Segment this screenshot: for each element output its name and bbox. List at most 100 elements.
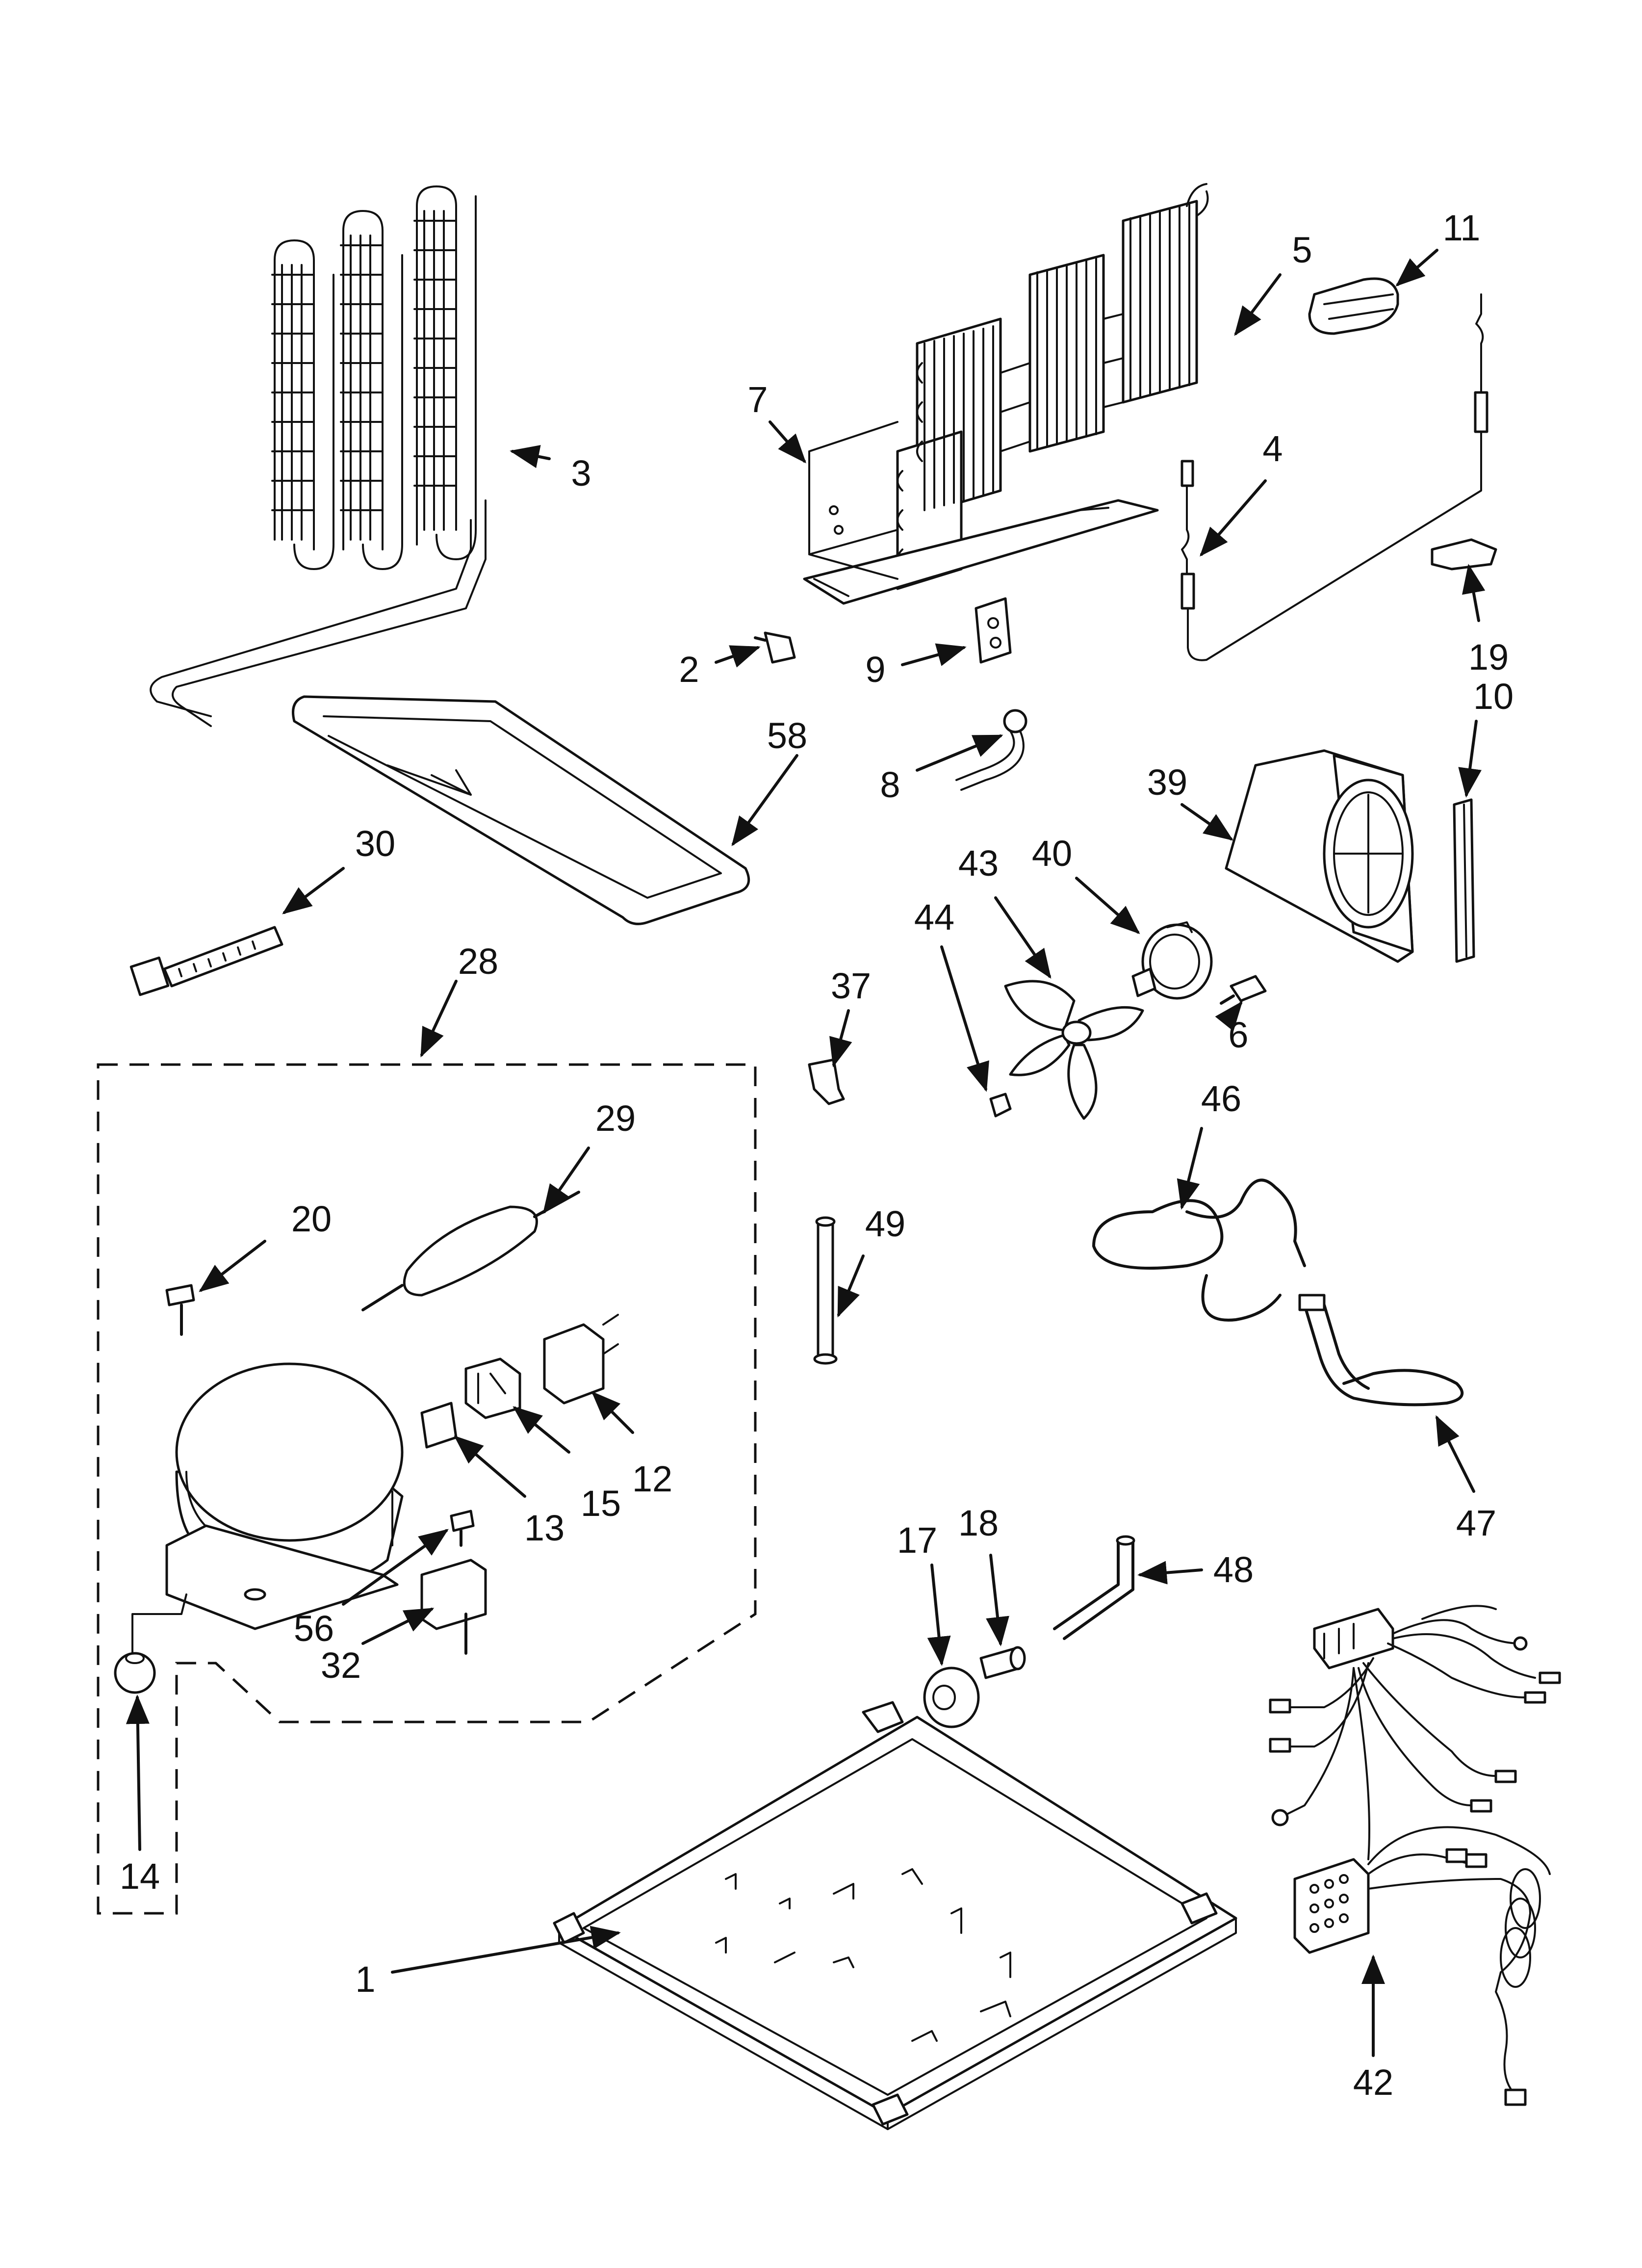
label-part-46: 46 [1201,1078,1241,1119]
foam-strip-part [1453,798,1475,963]
leader-13 [454,1435,526,1498]
label-part-30: 30 [355,823,395,864]
label-part-12: 12 [632,1459,672,1499]
leader-4 [1200,479,1267,557]
wire-clip-part-19 [1431,538,1497,571]
screw-part-2 [754,631,796,664]
label-part-58: 58 [767,715,807,756]
label-part-28: 28 [458,941,498,982]
part-number-labels: 3 5 11 7 4 2 9 19 10 58 8 39 30 40 43 44… [120,208,1514,2103]
label-part-10: 10 [1473,676,1514,717]
leader-11 [1395,249,1438,287]
defrost-sensor-part [955,709,1027,791]
grommet-part [114,1593,187,1694]
label-part-6: 6 [1228,1015,1248,1055]
label-part-32: 32 [321,1645,361,1686]
fan-motor-part [1131,921,1213,1000]
label-part-13: 13 [524,1508,564,1548]
label-part-47: 47 [1456,1503,1496,1543]
label-part-49: 49 [865,1203,905,1244]
fan-shroud-part [1225,749,1414,963]
mounting-clip-part-9 [975,597,1012,664]
leader-6 [1215,1001,1243,1032]
leader-9 [901,643,967,666]
leader-7 [769,420,806,464]
label-part-29: 29 [595,1098,636,1139]
screw-part-6 [1220,975,1267,1005]
leader-29 [542,1147,590,1214]
leader-47 [1436,1415,1475,1493]
start-relay-part [464,1357,521,1419]
leader-12 [591,1391,634,1434]
leader-56 [342,1529,449,1606]
label-part-44: 44 [914,897,954,938]
label-part-14: 14 [120,1856,160,1897]
label-part-56: 56 [294,1608,334,1649]
drain-pan-part [292,695,750,925]
leader-37 [829,1009,852,1068]
tube-part-48 [1053,1535,1135,1640]
screw-part-20 [165,1284,195,1336]
cable-tie-part [129,926,283,996]
label-part-5: 5 [1292,230,1312,270]
temperature-sensor-part [1180,293,1488,661]
evaporator-bracket-part [808,421,898,580]
leader-44 [940,945,989,1092]
wire-harness-part [1269,1605,1561,2106]
leader-14 [126,1694,150,1851]
leader-58 [731,754,798,846]
leader-8 [916,734,1003,772]
leader-20 [199,1240,266,1292]
leader-19 [1462,564,1486,622]
evaporator-coil-part [803,183,1209,605]
leader-39 [1180,803,1233,841]
condenser-coil-part [150,185,487,727]
leader-3 [510,445,551,469]
label-part-4: 4 [1262,428,1283,469]
label-part-43: 43 [958,843,999,884]
leader-30 [282,867,345,914]
label-part-9: 9 [865,649,885,690]
label-part-8: 8 [880,764,900,805]
leader-10 [1458,720,1482,798]
label-part-42: 42 [1353,2062,1393,2103]
label-part-19: 19 [1468,637,1509,678]
leader-43 [994,896,1052,979]
label-part-48: 48 [1213,1549,1254,1590]
leader-46 [1177,1127,1203,1210]
roller-wheel-part [923,1667,980,1728]
leader-18 [986,1554,1009,1646]
sensor-cover-part [1308,277,1399,335]
filter-drier-part [361,1191,580,1311]
label-part-39: 39 [1147,762,1187,803]
leader-15 [513,1406,570,1454]
fan-blade-part [1004,980,1144,1120]
base-frame-part [553,1701,1237,2130]
pin-part-49 [813,1216,838,1365]
label-part-1: 1 [355,1959,375,2000]
leader-17 [927,1564,951,1666]
leader-32 [361,1608,435,1645]
label-part-18: 18 [958,1503,999,1543]
capacitor-part [420,1559,487,1655]
leader-28 [420,980,458,1058]
roller-pin-part [979,1646,1026,1679]
label-part-11: 11 [1443,208,1481,248]
fan-blade-clip-part [989,1093,1012,1118]
drain-tube-part-46 [1092,1178,1306,1322]
drain-tube-part-47 [1298,1294,1464,1407]
leader-2 [715,645,761,668]
label-part-40: 40 [1032,833,1072,874]
label-part-3: 3 [571,453,591,494]
leader-49 [837,1254,865,1318]
label-part-7: 7 [747,379,768,420]
leader-40 [1075,877,1140,934]
relay-cover-part [543,1314,619,1405]
label-part-37: 37 [831,965,871,1006]
leader-lines [126,249,1486,2057]
label-part-2: 2 [679,649,699,690]
leader-5 [1234,273,1282,336]
leader-48 [1137,1561,1203,1585]
